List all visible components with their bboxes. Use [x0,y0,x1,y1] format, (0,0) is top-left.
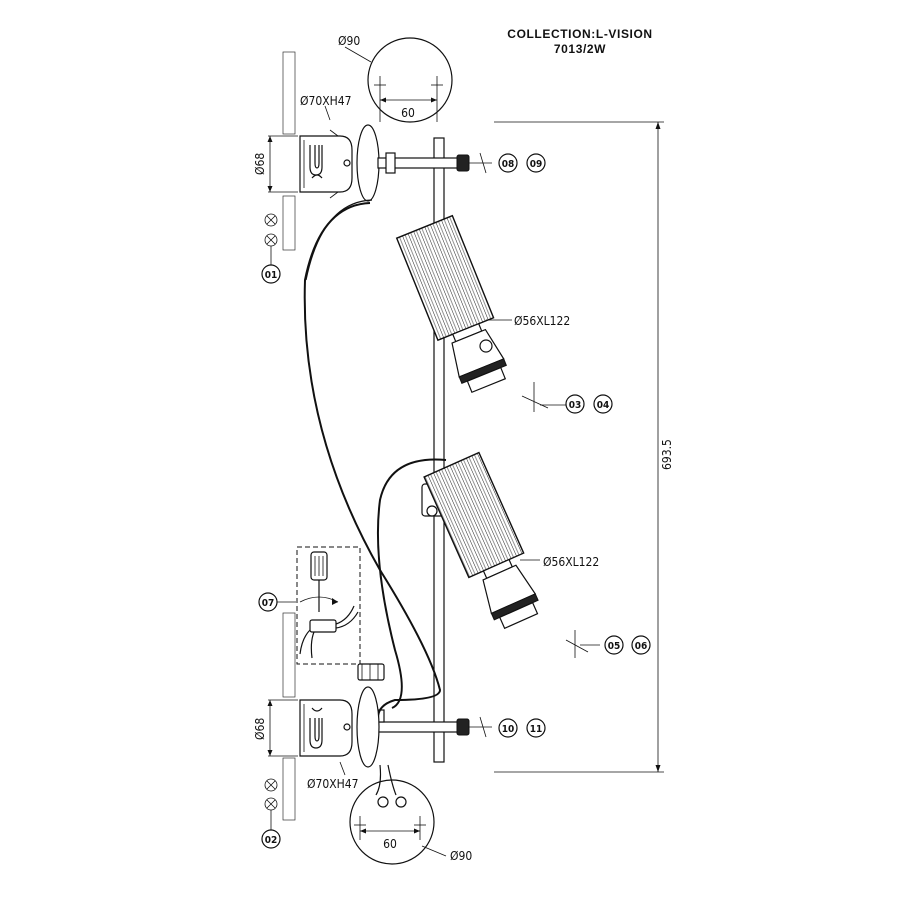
top-hole-spacing-label: 60 [401,106,415,120]
power-cable-inner [305,199,373,281]
callout-05: 05 [604,635,624,655]
svg-text:01: 01 [265,270,278,281]
top-junction-box [267,105,380,202]
bottom-screw-icons [264,778,278,830]
bottom-box-label: Ø70XH47 [307,777,358,791]
collection-title: COLLECTION:L-VISION [507,27,652,41]
callout-10: 10 [498,718,518,738]
callout-06: 06 [631,635,651,655]
callout-08: 08 [498,153,518,173]
svg-text:05: 05 [608,641,621,652]
top-box-label: Ø70XH47 [300,94,351,108]
bottom-junction-box [267,663,397,796]
svg-text:04: 04 [597,400,610,411]
upper-spotlight [395,214,566,412]
overall-height-label: 693.5 [660,439,674,470]
svg-text:06: 06 [635,641,648,652]
svg-text:07: 07 [262,598,275,609]
wall-section-top-lower [282,195,296,251]
vertical-rail [433,137,445,763]
callout-01: 01 [261,264,281,284]
callout-02: 02 [261,829,281,849]
lower-spotlight [421,451,600,658]
svg-text:02: 02 [265,835,278,846]
callout-11: 11 [526,718,546,738]
overall-height-dimension [494,121,664,773]
top-plate-diameter-label: Ø90 [338,34,360,48]
callout-04: 04 [593,394,613,414]
svg-text:09: 09 [530,159,543,170]
svg-text:08: 08 [502,159,515,170]
wall-section-bottom [282,612,296,698]
spot-cable [376,458,447,709]
upper-arm [377,152,492,174]
callout-03: 03 [565,394,585,414]
svg-text:10: 10 [502,724,515,735]
shade-upper-label: Ø56XL122 [514,314,570,328]
model-number: 7013/2W [554,42,606,56]
wiring-inset [296,546,361,665]
wall-section-top [282,51,296,135]
bottom-plate-detail [349,779,447,865]
callout-09: 09 [526,153,546,173]
bottom-hole-spacing-label: 60 [383,837,397,851]
top-screw-icons [264,213,278,265]
top-plate-detail [344,37,453,123]
wall-section-bottom-lower [282,757,296,821]
shade-lower-label: Ø56XL122 [543,555,599,569]
bottom-box-diameter-label: Ø68 [253,718,267,740]
svg-text:11: 11 [530,724,543,735]
top-box-diameter-label: Ø68 [253,153,267,175]
svg-text:03: 03 [569,400,582,411]
callout-07: 07 [258,592,296,612]
bottom-plate-diameter-label: Ø90 [450,849,472,863]
